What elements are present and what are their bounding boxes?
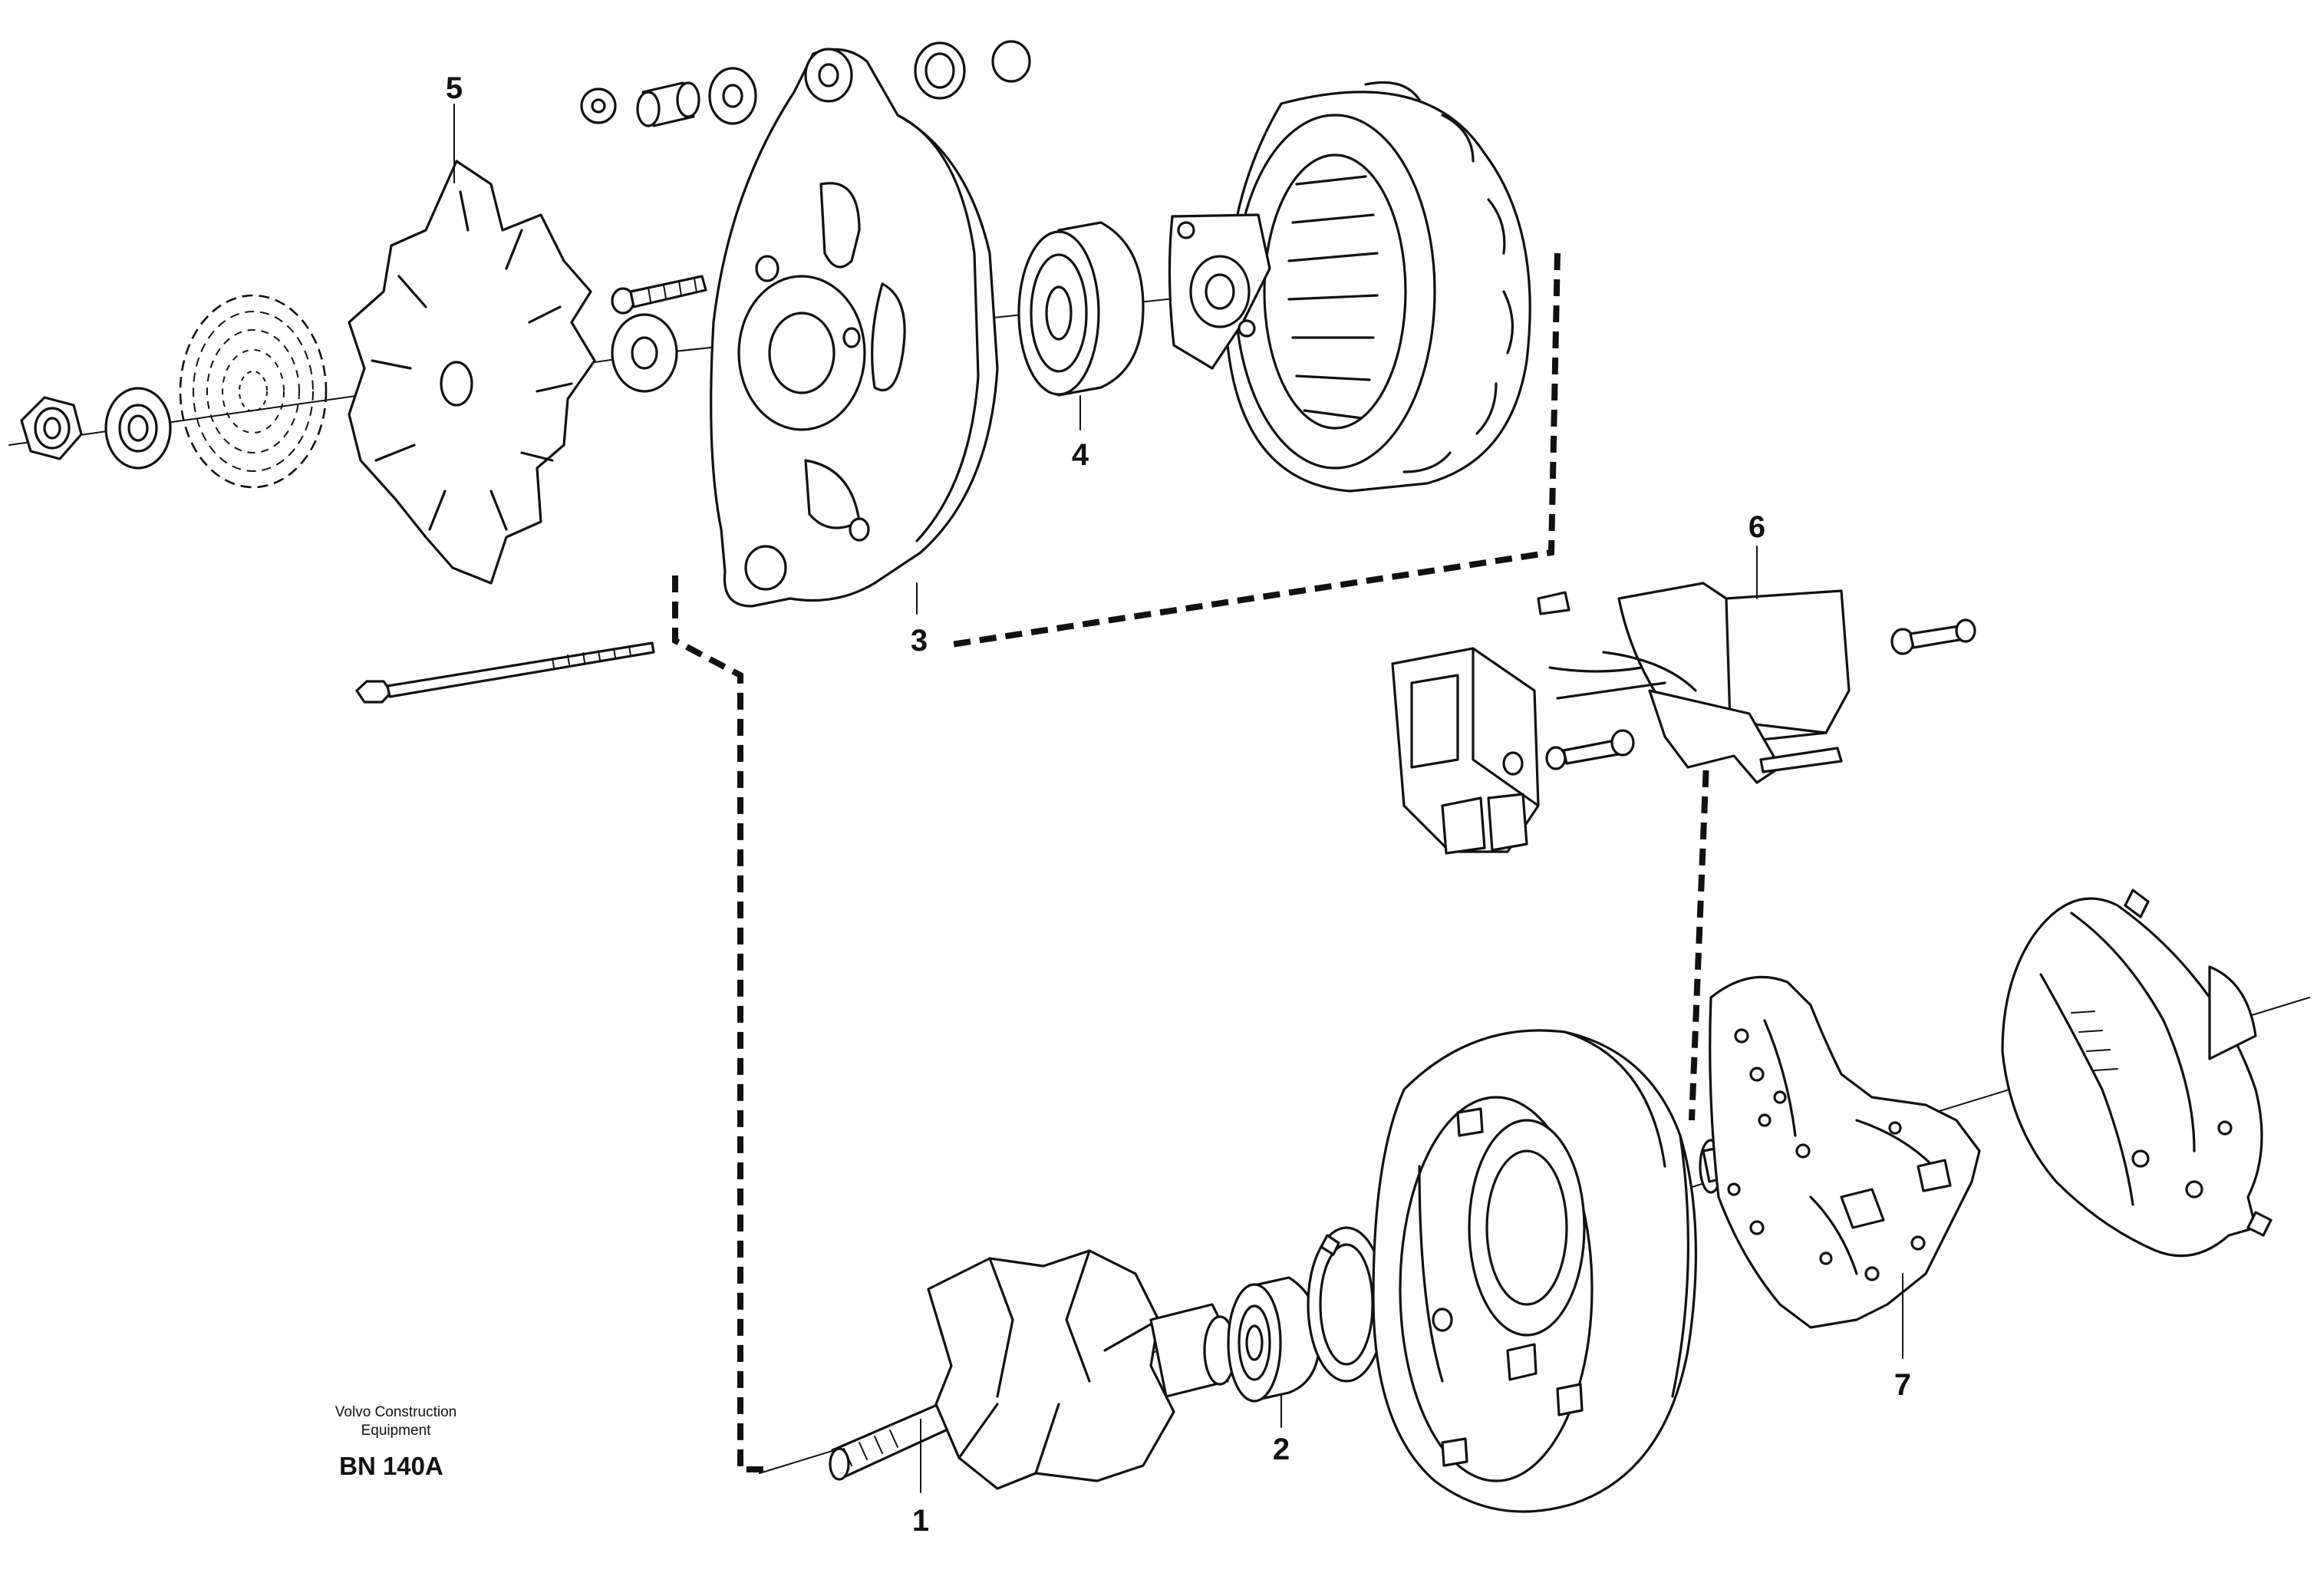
top-bushing [708,67,757,125]
pulley-outline [179,294,328,489]
regulator-screw [1890,618,1976,655]
mount-bolt-small [611,275,707,315]
front-bearing [1017,221,1145,397]
brush-holder-screw [1545,729,1635,770]
callout-5: 5 [446,71,463,105]
rear-housing [1372,1029,1743,1513]
callouts: 5 3 4 6 1 2 7 [446,71,1911,1538]
publisher-line-1: Volvo Construction [335,1404,456,1420]
callout-3: 3 [911,624,928,658]
through-bolt [355,641,655,704]
rectifier-mounting-holes [1727,1028,1926,1281]
stator-core [1168,81,1531,493]
top-washer-left [580,87,617,124]
callout-7: 7 [1894,1368,1911,1402]
voltage-regulator [1537,582,1851,784]
rectifier-plate [1709,975,1981,1329]
callout-2: 2 [1273,1433,1290,1466]
front-spacer [104,387,172,470]
brush-holder [1391,647,1540,855]
rear-cover [2001,889,2273,1258]
callout-4: 4 [1072,438,1089,472]
publisher-block: Volvo Construction Equipment BN 140A [335,1404,456,1480]
dashed-routing-lines [672,252,1710,1472]
cooling-fan [348,160,596,585]
figure-code: BN 140A [339,1452,443,1480]
front-washer [611,313,678,393]
leader-lines [453,104,1903,1493]
drive-end-bracket [710,48,999,608]
callout-1: 1 [912,1504,929,1538]
top-sleeve [636,81,700,127]
top-bushing-right [914,40,1031,100]
front-nut [20,396,83,460]
callout-6: 6 [1748,510,1765,544]
publisher-line-2: Equipment [361,1423,432,1439]
rotor [829,1249,1237,1490]
retaining-ring [1307,1226,1386,1383]
rear-bearing [1227,1276,1321,1403]
